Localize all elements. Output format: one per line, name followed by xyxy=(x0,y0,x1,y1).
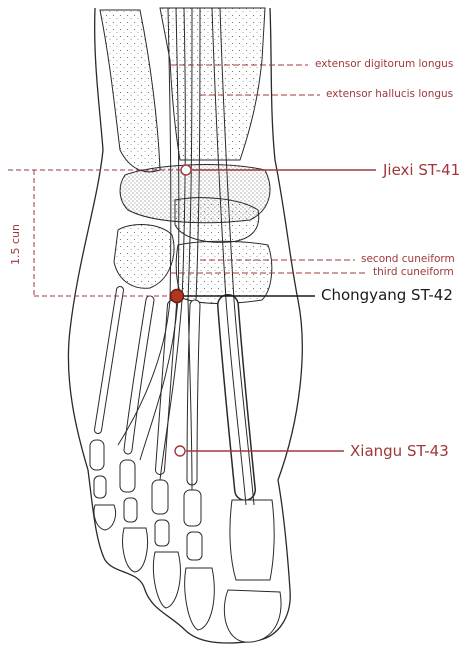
label-second-cuneiform: second cuneiform xyxy=(361,254,455,265)
point-xiangu-st-43 xyxy=(175,446,185,456)
label-extensor-digitorum-longus: extensor digitorum longus xyxy=(315,59,453,70)
label-chongyang-st-42: Chongyang ST-42 xyxy=(321,288,453,303)
label-xiangu-st-43: Xiangu ST-43 xyxy=(350,444,449,459)
point-chongyang-st-42 xyxy=(171,290,184,303)
point-jiexi-st-41 xyxy=(181,165,191,175)
label-1-5-cun: 1.5 cun xyxy=(9,224,22,265)
label-extensor-hallucis-longus: extensor hallucis longus xyxy=(326,89,453,100)
label-third-cuneiform: third cuneiform xyxy=(373,267,454,278)
label-jiexi-st-41: Jiexi ST-41 xyxy=(383,163,460,178)
